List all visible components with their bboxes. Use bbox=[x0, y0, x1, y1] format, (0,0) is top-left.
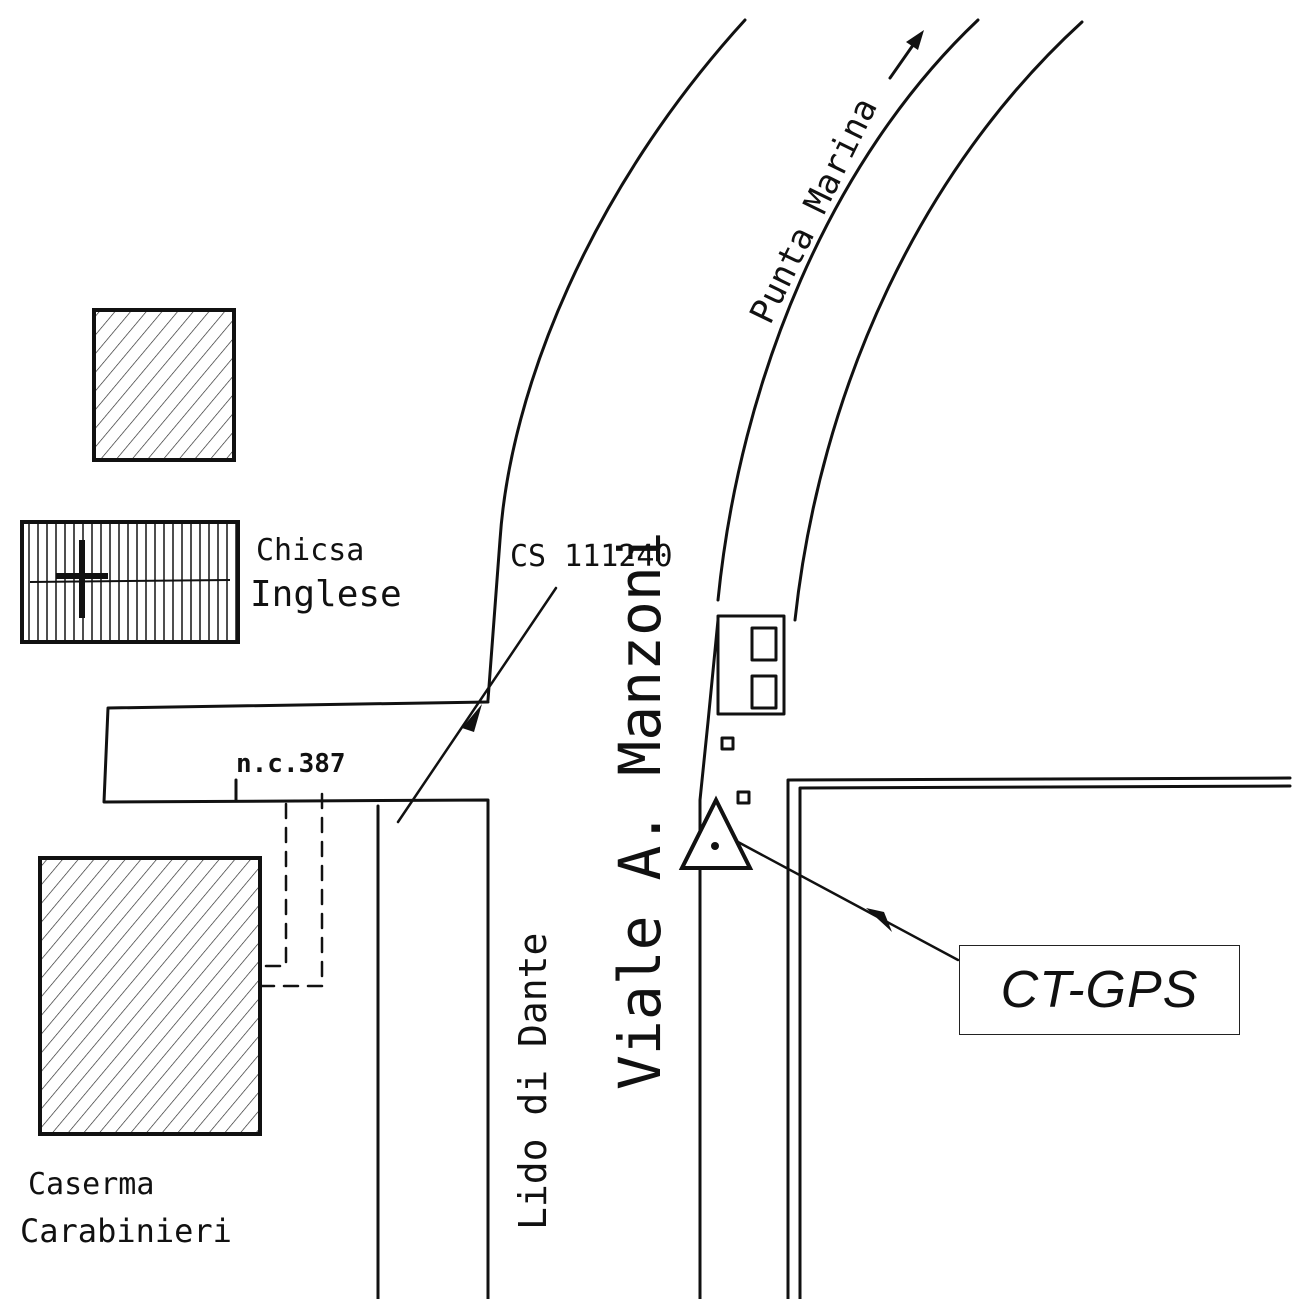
label-church: Chicsa bbox=[256, 533, 364, 568]
barracks-building bbox=[38, 856, 262, 1136]
label-cs-code: CS 111240 bbox=[510, 539, 673, 574]
label-street-side: Lido di Dante bbox=[511, 933, 555, 1230]
label-direction: Punta Marina bbox=[742, 92, 886, 330]
lot-boundary-inner bbox=[798, 784, 1292, 1299]
road-edge-east bbox=[793, 20, 1084, 622]
cabinet-slot bbox=[750, 674, 778, 710]
building-hatched bbox=[92, 308, 236, 462]
cs-pointer bbox=[396, 586, 558, 824]
label-street-main: Viale A. Manzoni bbox=[606, 531, 674, 1090]
station-label-box: CT-GPS bbox=[959, 945, 1240, 1035]
road-edge-inner bbox=[716, 18, 980, 602]
road-edge-west bbox=[486, 18, 747, 702]
label-barracks-2: Carabinieri bbox=[20, 1212, 232, 1250]
station-label: CT-GPS bbox=[1000, 961, 1199, 1019]
benchmark-triangle-icon bbox=[678, 795, 754, 870]
utility-line-dashed bbox=[258, 802, 288, 968]
cs-pointer-arrowhead bbox=[462, 704, 482, 732]
lot-boundary-outer bbox=[786, 776, 1292, 1299]
cabinet-box bbox=[716, 614, 786, 716]
sidewalk-edge bbox=[698, 618, 720, 1299]
side-road-north-edge bbox=[102, 700, 490, 1299]
direction-arrowhead bbox=[906, 30, 924, 50]
marker-post bbox=[720, 736, 735, 751]
station-pointer-arrowhead bbox=[866, 908, 892, 932]
utility-line-dashed bbox=[260, 792, 324, 988]
station-pointer bbox=[736, 840, 960, 962]
label-house-number: n.c.387 bbox=[236, 749, 346, 779]
marker-post bbox=[736, 790, 751, 805]
label-church-2: Inglese bbox=[250, 574, 402, 615]
church-cross bbox=[29, 579, 231, 583]
cabinet-slot bbox=[750, 626, 778, 662]
label-barracks: Caserma bbox=[28, 1167, 154, 1202]
